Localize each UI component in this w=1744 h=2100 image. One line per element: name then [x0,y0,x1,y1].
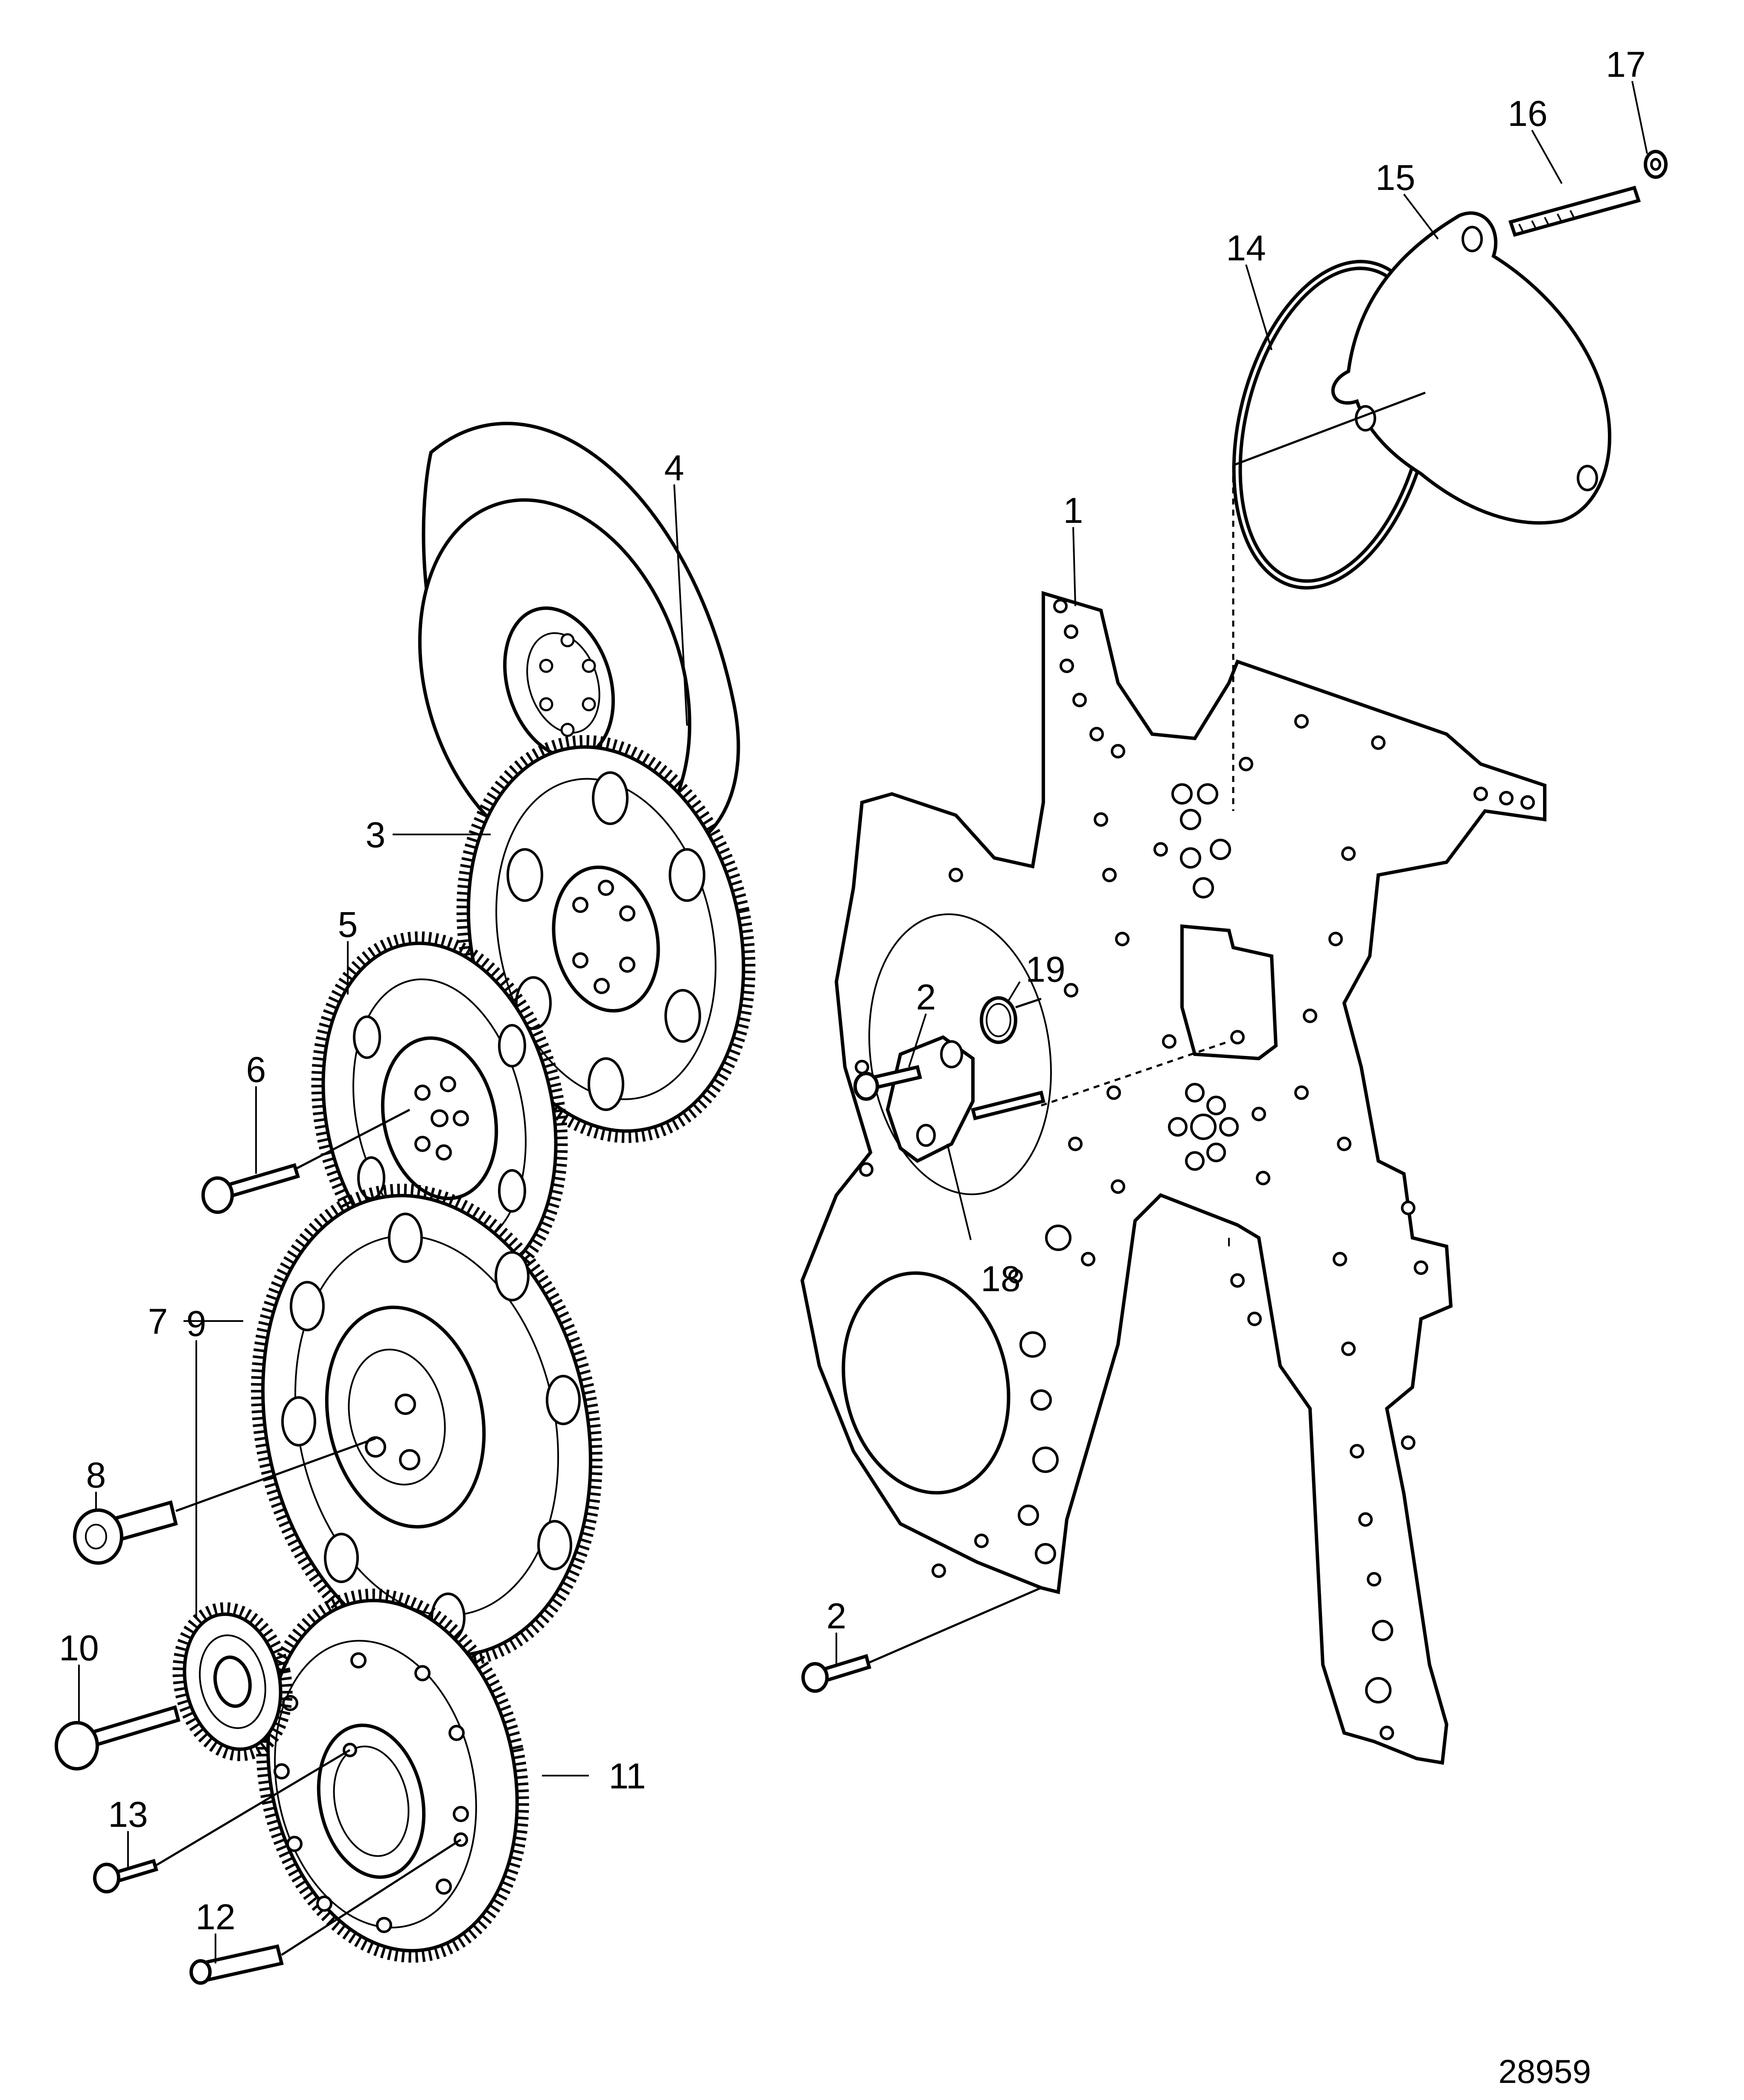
o-ring-19 [980,996,1017,1044]
callout-15: 15 [1375,158,1415,198]
assembly-lines [155,391,1426,1956]
callout-13: 13 [108,1794,148,1835]
timing-gear-plate [800,591,1546,1765]
large-gear-wheel-7 [251,1184,603,1668]
callout-8: 8 [86,1455,106,1495]
cover [1331,211,1611,525]
figure-number: 28959 [1499,2053,1591,2090]
flange-screw-6 [201,1163,300,1214]
callout-19: 19 [1025,949,1065,989]
callout-10: 10 [59,1628,99,1668]
flange-screw-10 [55,1705,181,1770]
callout-9: 9 [186,1304,207,1344]
callout-14: 14 [1226,228,1266,268]
callout-labels: 1 2 2 3 4 5 6 7 8 9 10 11 12 13 14 15 16… [59,44,1645,1937]
callout-16: 16 [1508,93,1547,134]
callout-6: 6 [246,1050,266,1090]
screw-13 [93,1859,158,1893]
callout-2-upper: 2 [916,977,936,1017]
crankshaft-gear-11 [256,1588,529,1963]
nut-17 [1644,150,1668,179]
callout-1: 1 [1063,490,1083,531]
stud-16 [1508,186,1641,237]
flange-screw-2-lower [801,1654,871,1693]
callout-2-lower: 2 [827,1596,847,1636]
callout-4: 4 [664,448,684,488]
guide-pin-12 [189,1944,284,1985]
callout-17: 17 [1606,44,1645,85]
small-gear-9 [172,1602,293,1762]
callout-11: 11 [609,1756,646,1796]
callout-7: 7 [148,1301,168,1342]
callout-3: 3 [366,815,386,855]
callout-12: 12 [195,1897,235,1937]
callout-18: 18 [981,1259,1020,1299]
socket-head-screw-8 [73,1500,178,1565]
leader-lines [78,81,1648,1963]
callout-5: 5 [338,904,358,945]
flange-screw-2-upper [853,1065,922,1101]
